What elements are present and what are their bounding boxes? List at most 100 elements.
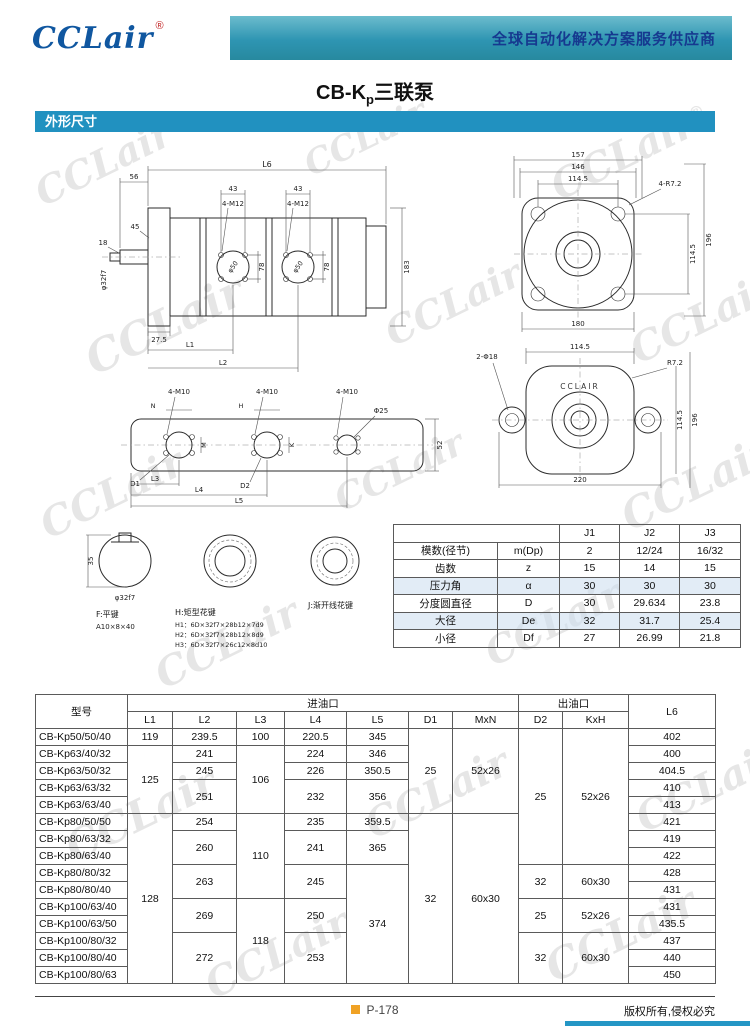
port-view-outline <box>121 418 433 472</box>
table-row: CB-Kp80/80/32 263 245 374 32 60x30 428 <box>35 864 717 984</box>
gear-row-major-dia: 大径 De 32 31.7 25.4 <box>393 611 741 630</box>
dim-2-phi18: 2-Φ18 <box>476 353 497 361</box>
dim-L2: L2 <box>219 359 227 367</box>
gear-symbol: m(Dp) <box>497 541 560 560</box>
dim-114-5-top: 114.5 <box>570 343 590 351</box>
cell-L5: 345 <box>346 728 409 746</box>
gear-value: 21.8 <box>679 629 741 648</box>
cell-L4: 253 <box>284 932 347 984</box>
col-header-L1: L1 <box>127 711 173 729</box>
dim-114-5-top: 114.5 <box>568 175 588 183</box>
involute-spline-label: J:渐开线花键 <box>307 600 353 610</box>
dim-N: N <box>151 402 156 410</box>
dim-R7-2: R7.2 <box>667 359 683 367</box>
slogan-bar: 全球自动化解决方案服务供应商 <box>230 16 732 60</box>
dim-196: 196 <box>705 233 713 247</box>
gear-value: 14 <box>619 559 680 578</box>
cell-model: CB-Kp80/80/40 <box>35 881 128 899</box>
gear-symbol: Df <box>497 629 560 648</box>
model-header-row-1: 型号 进油口 出油口 L6 <box>35 694 717 729</box>
logo-registered-mark: ® <box>155 20 164 32</box>
cell-model: CB-Kp100/80/40 <box>35 949 128 967</box>
cell-MxN: 60x30 <box>451 813 520 984</box>
gear-value: 32 <box>559 611 620 630</box>
cell-L6: 435.5 <box>628 915 717 933</box>
cell-D1: 25 <box>408 728 453 814</box>
pump-outline <box>102 207 387 327</box>
dim-4-M12-a: 4-M12 <box>222 200 244 208</box>
dim-35: 35 <box>87 557 95 566</box>
cell-L4: 226 <box>284 762 347 780</box>
rect-spline-spec-2: H2：6D×32f7×28b12×8d9 <box>175 631 264 639</box>
dim-18: 18 <box>99 239 108 247</box>
page-title: CB-Kp三联泵 <box>0 76 750 107</box>
cell-KxH: 60x30 <box>562 864 630 899</box>
gear-value: 12/24 <box>619 541 680 560</box>
dim-196: 196 <box>691 413 699 427</box>
col-header-L4: L4 <box>284 711 347 729</box>
dim-phi25: Φ25 <box>374 407 388 415</box>
gear-label: 压力角 <box>393 576 498 595</box>
cell-KxH: 52x26 <box>562 728 630 865</box>
gear-value: 30 <box>559 594 620 613</box>
cell-D2: 32 <box>518 864 564 899</box>
cell-model: CB-Kp100/63/40 <box>35 898 128 916</box>
drawing-shaft-keys: 35 φ32f7 F:平键 A10×8×40 H:矩型花键 H1：6D×32f7… <box>86 532 360 649</box>
page-header: CCLair ® 全球自动化解决方案服务供应商 <box>18 16 732 60</box>
dim-L3: L3 <box>151 475 159 483</box>
gear-value: 29.634 <box>619 594 680 613</box>
model-header-row-2: L1 L2 L3 L4 L5 D1 MxN D2 KxH <box>36 711 716 729</box>
col-header-L3: L3 <box>236 711 285 729</box>
cell-L6: 410 <box>628 779 717 797</box>
gear-symbol: α <box>497 576 560 595</box>
dim-157: 157 <box>571 151 584 159</box>
cell-L3: 100 <box>236 728 285 746</box>
rect-spline-section: H:矩型花键 H1：6D×32f7×28b12×7d9 H2：6D×32f7×2… <box>175 534 267 649</box>
gear-value: 26.99 <box>619 629 680 648</box>
cell-L2: 272 <box>172 932 237 984</box>
cell-L3: 110 <box>236 813 285 899</box>
dim-4-M10-c: 4-M10 <box>336 388 358 396</box>
cell-L5: 346 <box>346 745 409 763</box>
cell-L1: 119 <box>127 728 173 746</box>
cell-L3: 106 <box>236 745 285 814</box>
dim-L5: L5 <box>235 497 243 505</box>
cell-L6: 404.5 <box>628 762 717 780</box>
dim-43b: 43 <box>294 185 303 193</box>
cell-L2: 241 <box>172 745 237 763</box>
dim-L4: L4 <box>195 486 204 494</box>
cell-L1: 125 <box>127 745 173 814</box>
gear-row-pressure-angle: 压力角 α 30 30 30 <box>393 576 741 595</box>
title-sub: p <box>366 92 374 107</box>
gear-header-blank <box>393 524 560 543</box>
flange-brand-text: CCLAIR <box>560 382 599 391</box>
cell-L6: 431 <box>628 898 717 916</box>
gear-value: 15 <box>559 559 620 578</box>
gear-col-j2: J2 <box>619 524 680 543</box>
dim-220: 220 <box>573 476 586 484</box>
gear-row-minor-dia: 小径 Df 27 26.99 21.8 <box>393 629 741 648</box>
cell-L2: 254 <box>172 813 237 831</box>
table-row: CB-Kp100/80/63 450 <box>35 966 717 984</box>
footer-accent-bar <box>565 1021 750 1026</box>
cell-D2: 25 <box>518 898 564 933</box>
section-header: 外形尺寸 <box>35 111 715 132</box>
flat-key-spec: A10×8×40 <box>96 623 135 631</box>
col-header-MxN: MxN <box>451 711 520 729</box>
dim-114-5-right: 114.5 <box>676 410 684 430</box>
rect-spline-label: H:矩型花键 <box>175 607 216 617</box>
col-header-outlet: 出油口 <box>518 694 630 712</box>
dim-78a: 78 <box>258 263 266 272</box>
slogan-text: 全球自动化解决方案服务供应商 <box>491 30 716 48</box>
dim-78b: 78 <box>323 263 331 272</box>
cell-L6: 402 <box>628 728 717 746</box>
dim-phi32f7: φ32f7 <box>115 594 135 602</box>
table-row: CB-Kp50/50/40 119 239.5 100 220.5 345 25… <box>35 728 717 865</box>
rect-spline-spec-3: H3：6D×32f7×26c12×8d10 <box>175 641 267 649</box>
dim-43a: 43 <box>229 185 238 193</box>
table-row: CB-Kp80/50/50 128 254 110 235 359.5 32 6… <box>35 813 717 984</box>
page-marker-icon <box>351 1005 361 1014</box>
cell-model: CB-Kp80/80/32 <box>35 864 128 882</box>
cell-L6: 400 <box>628 745 717 763</box>
